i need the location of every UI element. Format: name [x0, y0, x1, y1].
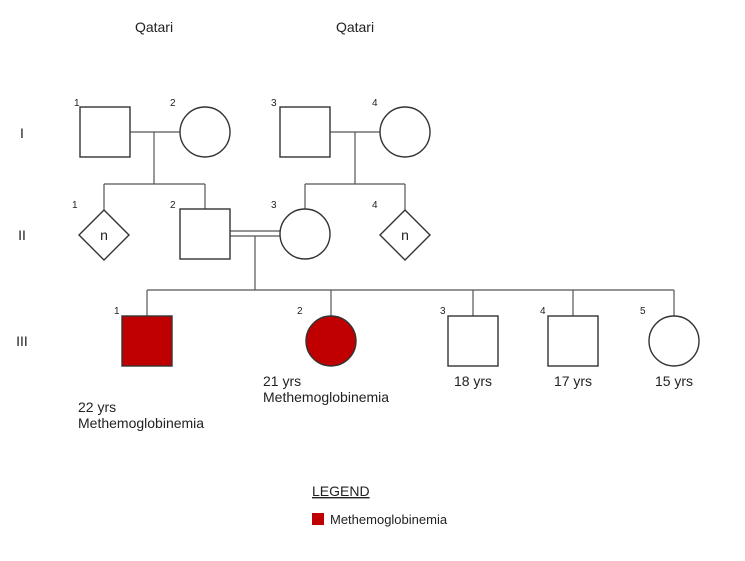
legend-swatch-affected [312, 513, 324, 525]
sibling-count-label: n [401, 227, 409, 243]
individual-I2: 2 [170, 98, 231, 158]
male-symbol [179, 208, 231, 260]
individual-number: 1 [74, 98, 80, 109]
individual-number: 1 [114, 306, 120, 317]
individual-number: 4 [372, 200, 378, 211]
female-symbol [305, 315, 357, 367]
diagnosis-label: Methemoglobinemia [78, 415, 204, 431]
male-symbol [121, 315, 173, 367]
male-symbol [279, 106, 331, 158]
individual-number: 4 [540, 306, 546, 317]
individual-III4: 4 17 yrs [540, 306, 599, 389]
individual-III2: 2 21 yrs Methemoglobinemia [263, 306, 389, 405]
age-label: 17 yrs [554, 373, 592, 389]
legend-label-methemoglobinemia: Methemoglobinemia [330, 512, 448, 527]
individual-number: 5 [640, 306, 646, 317]
individual-number: 1 [72, 200, 78, 211]
individual-III1: 1 22 yrs Methemoglobinemia [78, 306, 204, 431]
male-symbol [547, 315, 599, 367]
male-symbol [447, 315, 499, 367]
individual-number: 4 [372, 98, 378, 109]
sibling-count-label: n [100, 227, 108, 243]
generation-label-I: I [20, 125, 24, 141]
female-symbol [279, 208, 331, 260]
age-label: 18 yrs [454, 373, 492, 389]
individual-number: 2 [170, 200, 176, 211]
female-symbol [179, 106, 231, 158]
generation-label-II: II [18, 227, 26, 243]
female-symbol [648, 315, 700, 367]
age-label: 22 yrs [78, 399, 116, 415]
individual-number: 3 [271, 200, 277, 211]
individual-I3: 3 [271, 98, 331, 158]
ancestry-right: Qatari [336, 19, 374, 35]
diagnosis-label: Methemoglobinemia [263, 389, 389, 405]
male-symbol [79, 106, 131, 158]
unknown-sex-symbol [379, 209, 431, 261]
individual-III5: 5 15 yrs [640, 306, 700, 389]
individual-II4: n 4 [372, 200, 431, 261]
individual-II3: 3 [271, 200, 331, 260]
individual-III3: 3 18 yrs [440, 306, 499, 389]
ancestry-left: Qatari [135, 19, 173, 35]
female-symbol [379, 106, 431, 158]
individual-number: 2 [297, 306, 303, 317]
individual-number: 2 [170, 98, 176, 109]
age-label: 15 yrs [655, 373, 693, 389]
pedigree-lines [103, 131, 675, 316]
generation-label-III: III [16, 333, 28, 349]
unknown-sex-symbol [78, 209, 130, 261]
legend: LEGEND Methemoglobinemia [312, 483, 448, 527]
individual-I1: 1 [74, 98, 131, 158]
individual-II2: 2 [170, 200, 231, 260]
individual-II1: n 1 [72, 200, 130, 261]
individual-number: 3 [440, 306, 446, 317]
individual-number: 3 [271, 98, 277, 109]
legend-title: LEGEND [312, 483, 370, 499]
age-label: 21 yrs [263, 373, 301, 389]
individual-I4: 4 [372, 98, 431, 158]
